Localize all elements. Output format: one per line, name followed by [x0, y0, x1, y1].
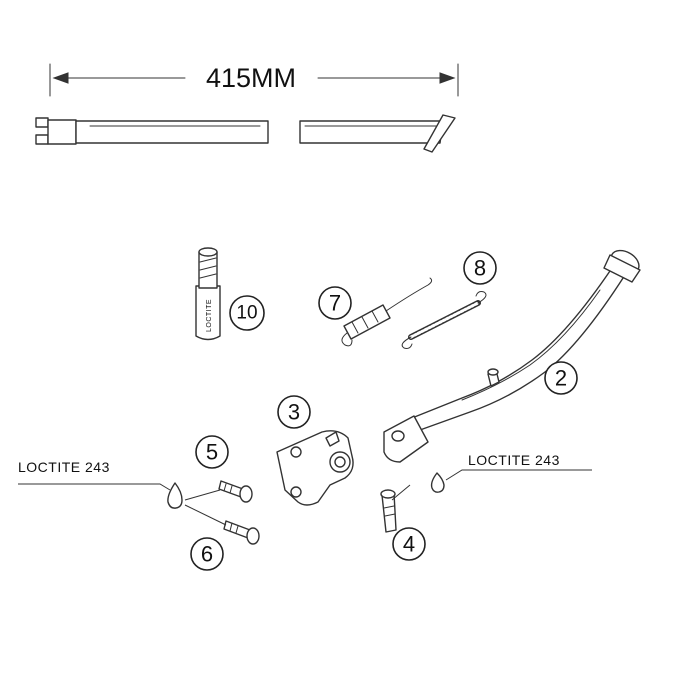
dimension-annotation: 415MM	[49, 63, 459, 97]
callout-7-circle	[318, 286, 352, 320]
screw-upper-thread-2	[229, 485, 233, 494]
long-rod	[35, 114, 456, 153]
rod-clevis-lower	[35, 134, 49, 145]
rod-clevis-upper	[35, 117, 49, 128]
callout-2-number: 2	[555, 366, 567, 391]
bracket-hole-1	[290, 446, 302, 458]
dimension-arrow-right	[439, 72, 456, 84]
screw-upper-head	[239, 485, 253, 503]
kickstand-foot	[603, 254, 641, 283]
spring-short-body	[343, 304, 391, 340]
spring-short-coil-3	[371, 310, 379, 323]
rod-section-right	[299, 120, 444, 144]
kickstand-leg-highlight	[461, 289, 601, 401]
bracket-stud	[325, 431, 340, 447]
stud-bolt	[380, 489, 397, 533]
kickstand-pivot-hole	[391, 430, 405, 442]
leader-part-5	[184, 489, 221, 501]
callout-6: 6	[190, 537, 224, 571]
screw-upper-thread-1	[223, 483, 227, 492]
spring-long	[401, 291, 487, 349]
tube-cap-rib-2	[199, 265, 217, 271]
tube-label: LOCTITE	[206, 299, 213, 332]
callout-8-circle	[463, 251, 497, 285]
loctite-drop-right	[430, 472, 445, 493]
spring-short	[341, 277, 433, 347]
kickstand-bracket	[276, 430, 354, 506]
leader-loctite-left	[18, 483, 171, 491]
kickstand-leg	[383, 249, 641, 463]
loctite-label-left: LOCTITE 243	[18, 459, 110, 475]
rod-section-left	[75, 120, 269, 144]
callout-6-circle	[190, 537, 224, 571]
spring-long-hook-left	[401, 336, 413, 349]
screw-lower-thread-2	[235, 525, 239, 534]
callout-3-circle	[277, 395, 311, 429]
spring-short-hook-left	[341, 332, 353, 347]
callout-4-circle	[392, 527, 426, 561]
loctite-label-right: LOCTITE 243	[468, 452, 560, 468]
callout-10-number: 10	[236, 303, 257, 324]
tube-body	[195, 285, 221, 341]
callout-3-number: 3	[288, 400, 300, 425]
loctite-tube: LOCTITE	[195, 247, 221, 341]
leader-stud	[391, 484, 411, 501]
tube-cap-top	[198, 247, 218, 257]
kickstand-pivot-head	[383, 415, 429, 463]
callout-8-number: 8	[474, 256, 486, 281]
stud-bolt-head	[380, 489, 396, 499]
dimension-arrow-left	[52, 72, 69, 84]
bracket-hole-2	[290, 486, 302, 498]
callout-10-circle	[229, 295, 265, 331]
leader-part-6	[184, 504, 227, 526]
callout-10: 10	[229, 295, 265, 331]
callout-7: 7	[318, 286, 352, 320]
bracket-boss-hole	[334, 456, 346, 468]
stud-bolt-thread-2	[384, 513, 396, 517]
screw-upper	[218, 480, 253, 503]
spring-short-coil-1	[351, 321, 359, 334]
loctite-drop-left	[167, 482, 183, 509]
leader-loctite-right	[445, 469, 592, 481]
callout-2-circle	[544, 361, 578, 395]
rod-angled-end	[423, 114, 456, 153]
callout-3: 3	[277, 395, 311, 429]
callout-6-number: 6	[201, 542, 213, 567]
spring-short-hook-right	[385, 277, 433, 312]
stud-bolt-thread-1	[383, 505, 395, 509]
leader-lines	[18, 469, 592, 526]
kickstand-spring-stud-top	[487, 368, 499, 376]
callout-2: 2	[544, 361, 578, 395]
rod-clevis-body	[47, 119, 77, 145]
callout-5-circle	[195, 435, 229, 469]
callout-8: 8	[463, 251, 497, 285]
callout-5: 5	[195, 435, 229, 469]
tube-cap-rib-1	[199, 257, 217, 263]
screw-lower-head	[246, 527, 260, 545]
kickstand-leg-body	[411, 267, 626, 431]
callout-5-number: 5	[206, 440, 218, 465]
callout-4-number: 4	[403, 532, 415, 557]
dimension-label: 415MM	[206, 63, 296, 93]
spring-short-coil-2	[361, 316, 369, 329]
screw-lower-thread-1	[229, 522, 233, 532]
spring-long-coils	[409, 301, 480, 339]
callout-7-number: 7	[329, 291, 341, 316]
screw-lower	[223, 520, 260, 545]
tube-cap-rib-3	[199, 273, 217, 279]
callout-4: 4	[392, 527, 426, 561]
spring-long-hook-right	[475, 291, 487, 304]
